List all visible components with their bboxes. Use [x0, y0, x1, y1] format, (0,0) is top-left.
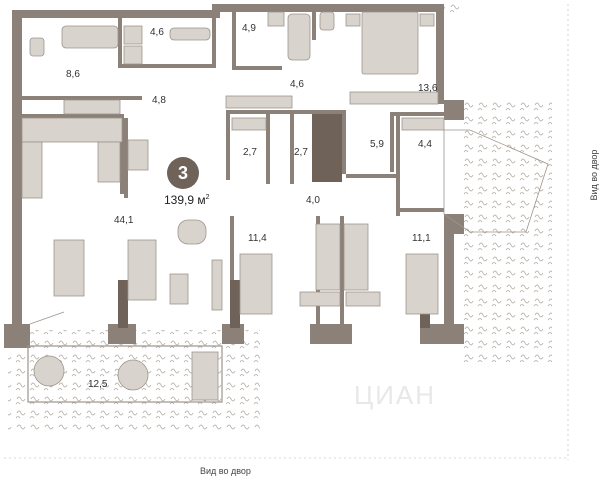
view-label-right-text: Вид во двор — [589, 149, 599, 201]
area-wardrobe-1: 2,7 — [243, 147, 257, 158]
shelf-corridor — [225, 95, 293, 109]
terrace-door — [29, 311, 65, 325]
area-wardrobe-4: 4,4 — [418, 139, 432, 150]
sink-bath-2 — [267, 11, 285, 27]
nightstand-2 — [419, 13, 435, 27]
desk-room-2 — [299, 291, 341, 307]
toilet-1 — [29, 37, 45, 57]
area-hall: 4,8 — [152, 95, 166, 106]
area-corridor-upper: 4,6 — [290, 79, 304, 90]
kitchen-counter-left — [21, 141, 43, 199]
rooms-count-badge: 3 — [167, 157, 199, 189]
area-bedroom-2: 11,4 — [248, 233, 267, 244]
toilet-2 — [319, 11, 335, 31]
wardrobe-room-2a — [315, 223, 341, 291]
view-label-bottom: Вид во двор — [200, 466, 251, 476]
double-bed — [361, 11, 419, 75]
total-area-unit-sup: 2 — [205, 194, 210, 201]
area-bathroom-1: 8,6 — [66, 69, 80, 80]
view-label-right: Вид во двор — [584, 150, 599, 201]
terrace-sofa — [191, 351, 219, 401]
balcony-bay — [443, 129, 549, 233]
desk-room-3 — [345, 291, 381, 307]
nightstand-1 — [345, 13, 361, 27]
bathtub-1 — [61, 25, 119, 49]
bed-room-2 — [239, 253, 273, 315]
vanity-hall — [63, 99, 121, 115]
kitchen-counter-top — [21, 117, 123, 143]
greenery-top-right — [440, 4, 464, 14]
area-bedroom-3: 11,1 — [412, 233, 431, 244]
washer-2 — [123, 45, 143, 65]
area-wardrobe-2: 2,7 — [294, 147, 308, 158]
bathtub-2 — [287, 13, 311, 61]
dresser — [349, 91, 439, 105]
coffee-table — [169, 273, 189, 305]
terrace-table — [33, 355, 65, 387]
sofa — [127, 239, 157, 301]
dining-table — [53, 239, 85, 297]
terrace-outline — [27, 345, 223, 403]
total-area-value: 139,9 м — [164, 193, 206, 207]
counter-laundry — [169, 27, 211, 41]
washer-1 — [123, 25, 143, 45]
area-bathroom-2: 4,9 — [242, 23, 256, 34]
area-terrace: 12,5 — [88, 379, 108, 390]
wardrobe-room-2b — [343, 223, 369, 291]
area-corridor-center: 4,0 — [306, 195, 320, 206]
desk-kitchen — [127, 139, 149, 171]
tv-stand — [211, 259, 223, 311]
area-wardrobe-3: 5,9 — [370, 139, 384, 150]
greenery-right — [460, 100, 552, 362]
bed-room-3 — [405, 253, 439, 315]
furniture — [21, 11, 445, 401]
kitchen-island — [97, 141, 121, 183]
shelf-wardrobe — [231, 117, 267, 131]
watermark: ЦИАН — [354, 380, 437, 410]
area-laundry: 4,6 — [150, 27, 164, 38]
armchair — [177, 219, 207, 245]
exterior-walls — [4, 4, 464, 348]
area-bedroom-master: 13,6 — [418, 83, 438, 94]
interior-walls — [18, 10, 444, 328]
shelf-wardrobe-2 — [401, 117, 445, 131]
total-area: 139,9 м2 — [164, 193, 210, 207]
area-kitchen-living: 44,1 — [114, 215, 134, 226]
terrace-lounge — [117, 359, 149, 391]
